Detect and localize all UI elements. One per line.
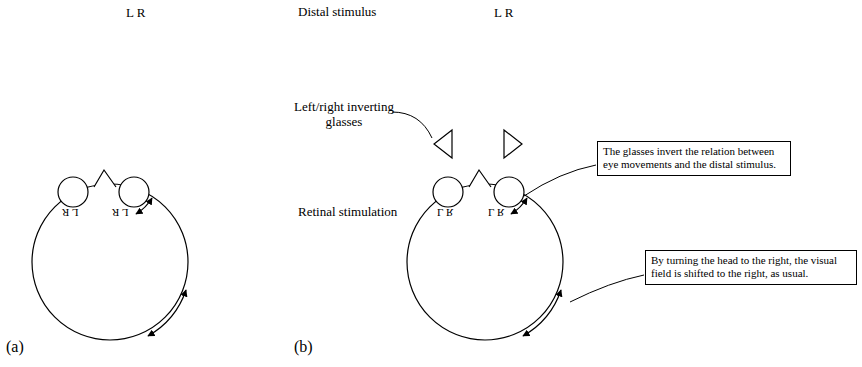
distal-letters: L R <box>494 6 513 21</box>
eye <box>119 177 149 207</box>
eye <box>433 177 463 207</box>
nose <box>469 170 491 187</box>
row-heading: Left/right inverting glasses <box>292 100 396 130</box>
callout-box: By turning the head to the right, the vi… <box>645 250 857 285</box>
callout-text: By turning the head to the right, the vi… <box>651 254 851 280</box>
callout-box: The glasses invert the relation between … <box>597 141 791 176</box>
eye <box>58 177 88 207</box>
head-outline <box>32 184 188 340</box>
retinal-image: L R <box>62 206 78 219</box>
retinal-image: L R <box>112 206 128 219</box>
row-heading: Retinal stimulation <box>298 205 397 220</box>
distal-letters: L R <box>126 6 145 21</box>
head-outline <box>407 184 563 340</box>
leader-line <box>524 165 596 196</box>
retinal-image: L R <box>437 206 453 219</box>
inverting-prism <box>504 130 522 158</box>
panel-label: (b) <box>294 338 313 356</box>
nose <box>94 170 116 187</box>
eye-movement-arrow <box>136 198 152 214</box>
inverting-prism <box>434 130 452 158</box>
eye <box>494 177 524 207</box>
head-turn-arrow <box>523 290 561 336</box>
row-heading: Distal stimulus <box>298 5 376 20</box>
head-turn-arrow <box>148 290 186 336</box>
leader-line <box>570 275 644 302</box>
panel-label: (a) <box>6 338 24 356</box>
retinal-image: L R <box>488 206 504 219</box>
eye-movement-arrow <box>511 198 527 214</box>
leader-line <box>392 112 432 138</box>
callout-text: The glasses invert the relation between … <box>603 145 785 171</box>
